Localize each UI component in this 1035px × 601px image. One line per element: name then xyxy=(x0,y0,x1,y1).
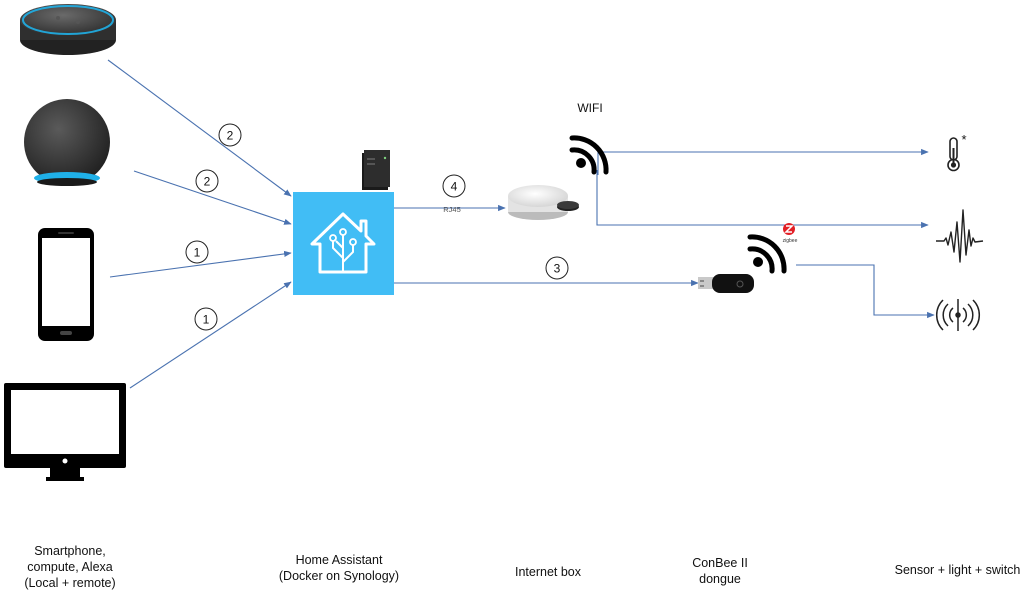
arrow-zigbee-to-switch xyxy=(796,264,935,319)
caption-line: ConBee II xyxy=(692,556,748,570)
step-number: 2 xyxy=(227,129,234,143)
step-badge-echo-sphere: 2 xyxy=(195,169,219,193)
caption-clients: Smartphone, compute, Alexa (Local + remo… xyxy=(10,543,130,591)
internet-box-router-icon xyxy=(508,185,579,220)
arrow-echo-sphere-to-ha xyxy=(133,170,292,225)
caption-line: compute, Alexa xyxy=(27,560,113,574)
step-badge-smartphone: 1 xyxy=(185,240,209,264)
desktop-monitor-icon xyxy=(4,383,126,481)
step-number: 4 xyxy=(451,180,458,194)
step-badge-ha-to-box: 4 xyxy=(442,174,466,198)
step-badge-computer: 1 xyxy=(194,307,218,331)
step-number: 3 xyxy=(554,262,561,276)
arrow-computer-to-ha xyxy=(129,281,292,389)
wifi-signal-icon: WIFI xyxy=(569,101,609,175)
caption-line: Sensor + light + switch xyxy=(894,563,1021,577)
wireless-switch-icon xyxy=(936,299,980,331)
step-number: 1 xyxy=(203,313,210,327)
synology-nas-icon xyxy=(362,150,390,190)
arrow-smartphone-to-ha xyxy=(109,250,292,278)
connection-lines xyxy=(107,59,935,389)
step-badge-echo-dot: 2 xyxy=(218,123,242,147)
echo-dot-speaker-icon xyxy=(20,4,116,55)
step-number: 2 xyxy=(204,175,211,189)
caption-home-assistant: Home Assistant (Docker on Synology) xyxy=(264,552,414,584)
arrow-wifi-to-vibration xyxy=(596,170,929,229)
usb-dongle-icon xyxy=(698,274,754,293)
wifi-label: WIFI xyxy=(577,101,602,115)
caption-devices: Sensor + light + switch xyxy=(880,562,1035,578)
caption-line: Home Assistant xyxy=(295,553,383,567)
arrow-echo-dot-to-ha xyxy=(107,59,292,197)
step-badge-ha-to-dongle: 3 xyxy=(545,256,569,280)
vibration-sensor-icon xyxy=(936,209,984,263)
arrow-wifi-to-thermometer xyxy=(597,148,929,175)
smartphone-icon xyxy=(38,228,94,341)
caption-internet-box: Internet box xyxy=(488,564,608,580)
rj45-label: RJ45 xyxy=(443,205,461,214)
caption-line: (Docker on Synology) xyxy=(278,569,400,583)
home-assistant-logo-icon[interactable] xyxy=(293,192,394,295)
zigbee-label: zigbee xyxy=(783,238,798,244)
zigbee-signal-icon: zigbee xyxy=(747,223,798,274)
caption-line: (Local + remote) xyxy=(24,576,116,590)
caption-line: Internet box xyxy=(514,565,581,579)
caption-line: dongue xyxy=(699,572,741,586)
thermometer-icon: * xyxy=(947,132,967,172)
caption-conbee: ConBee II dongue xyxy=(670,555,770,587)
thermometer-star: * xyxy=(961,132,966,147)
step-number: 1 xyxy=(194,246,201,260)
echo-sphere-speaker-icon xyxy=(24,99,110,186)
caption-line: Smartphone, xyxy=(34,544,106,558)
